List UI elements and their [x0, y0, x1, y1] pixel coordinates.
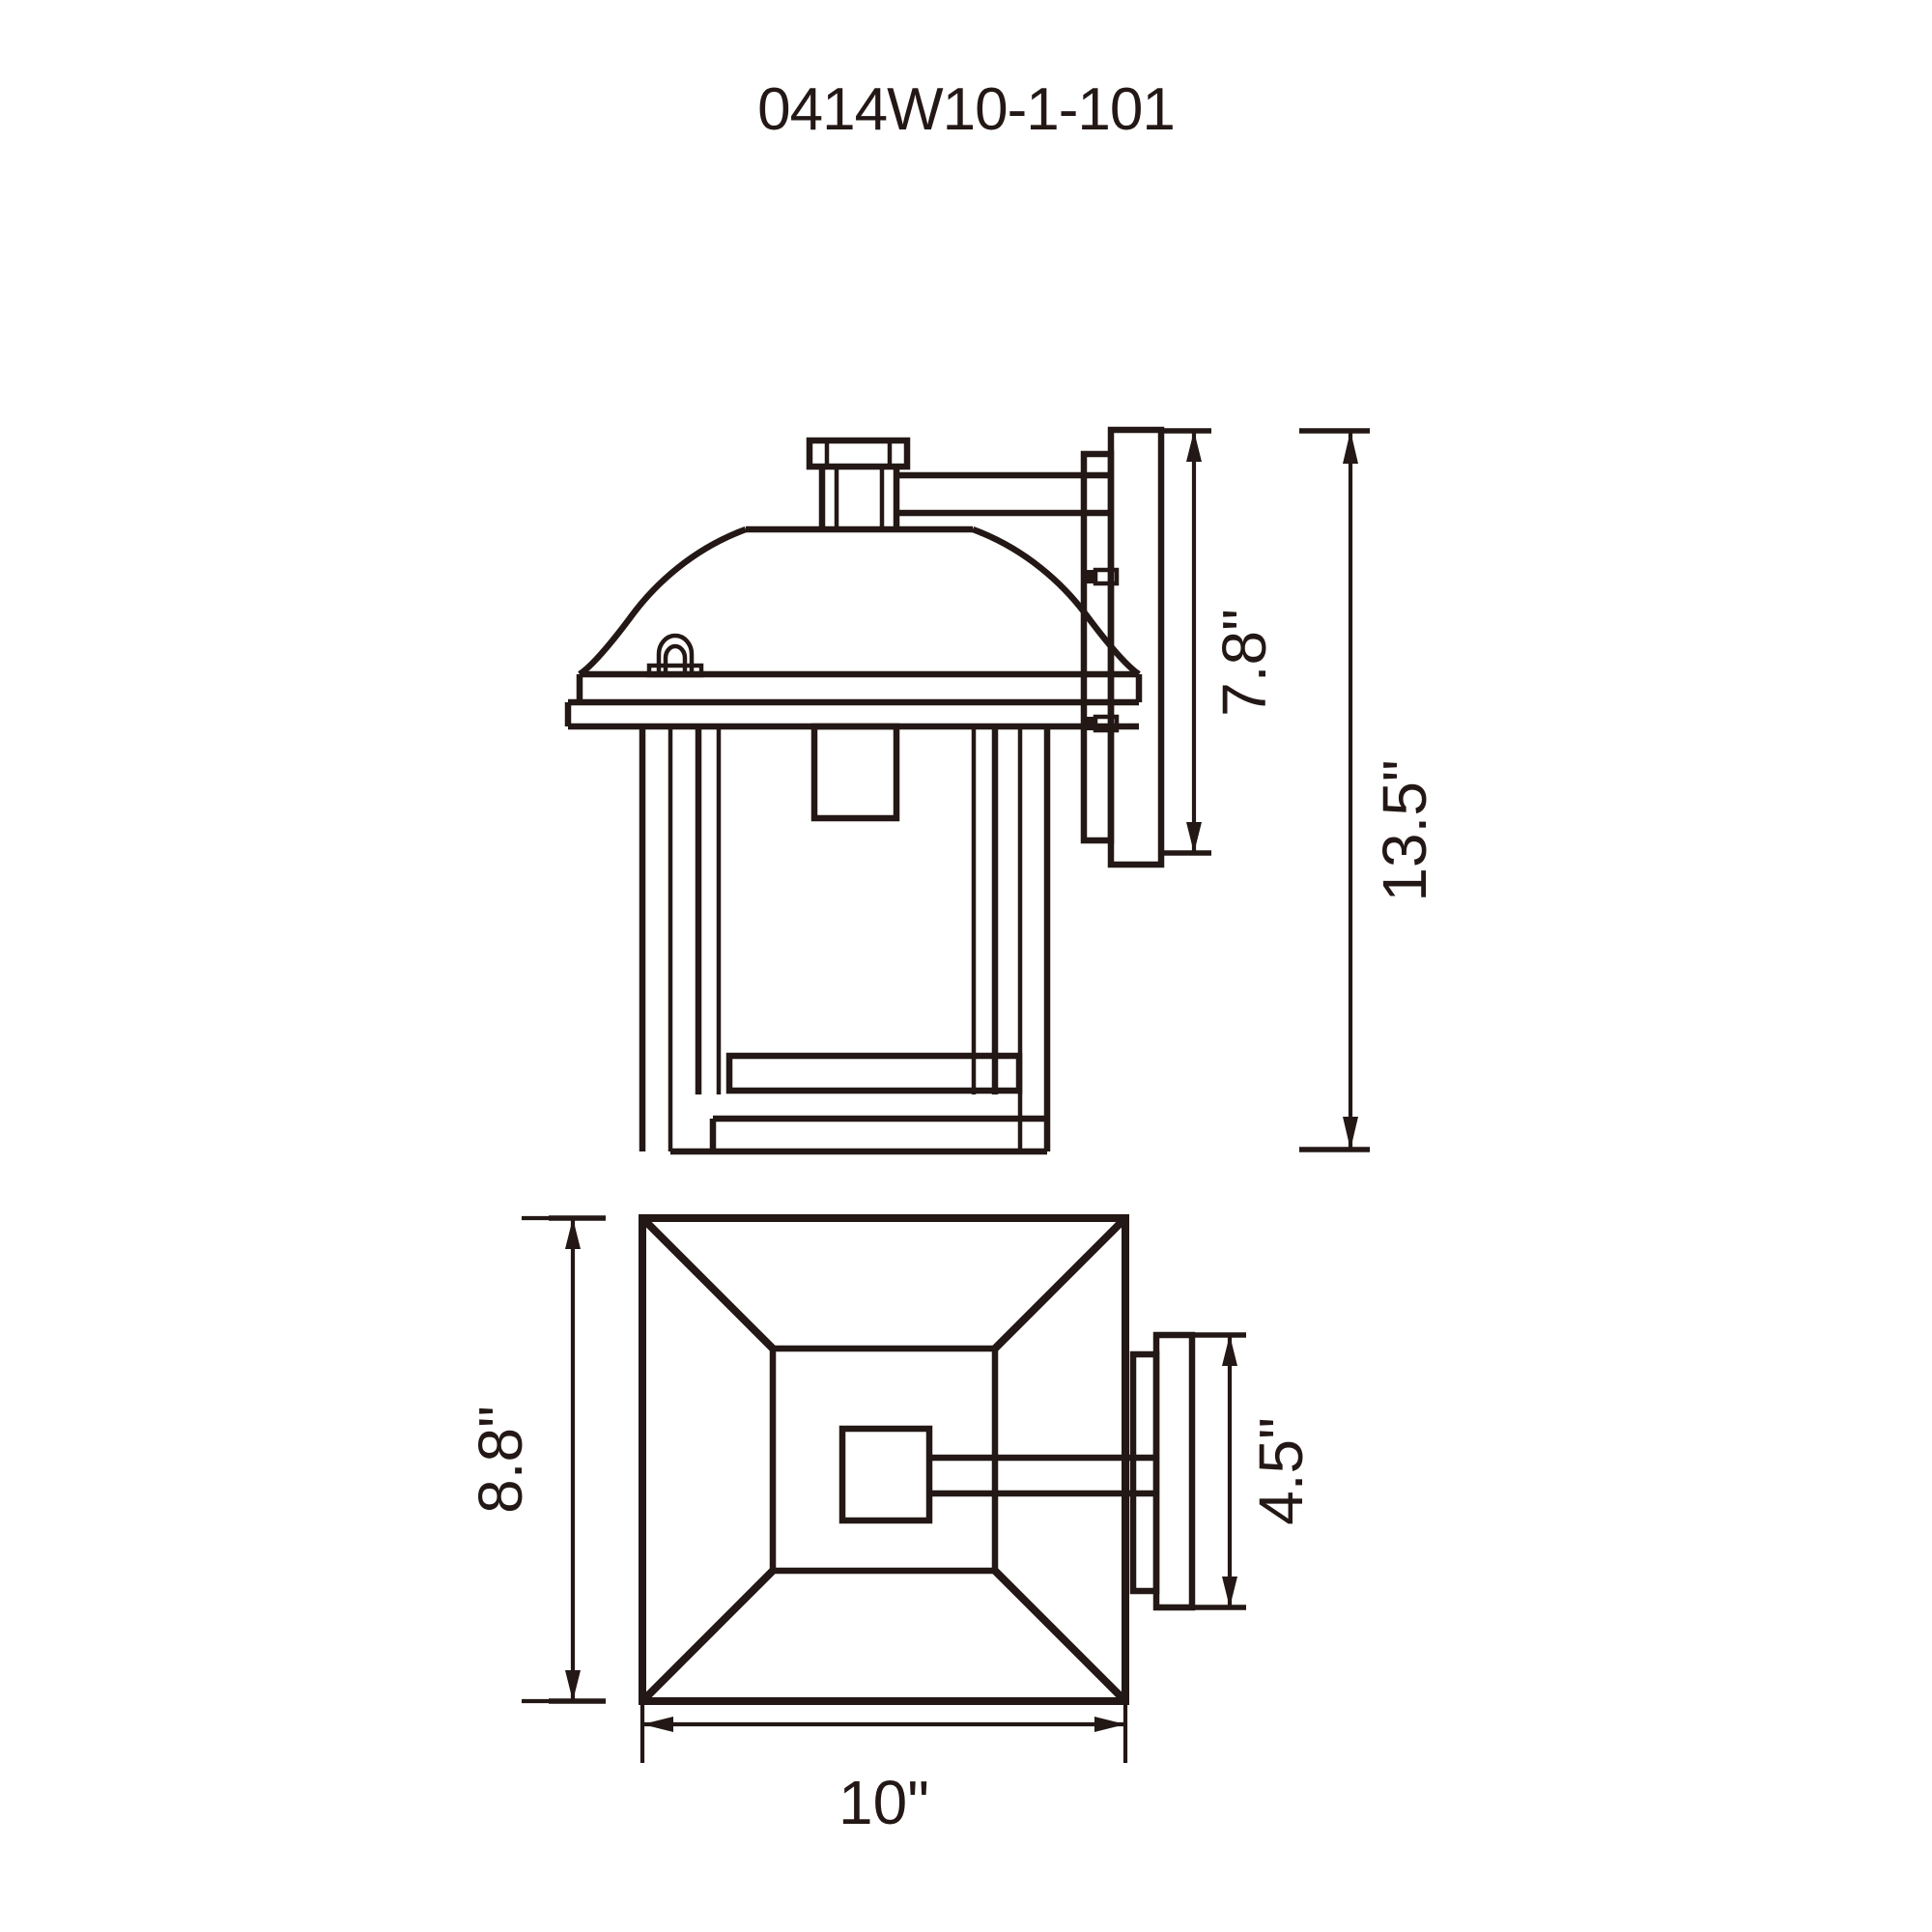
dimension-label-13-5: 13.5" [1370, 759, 1439, 901]
finial-cap [806, 437, 911, 470]
dimension-13-5-inch: 13.5" [1299, 428, 1439, 1152]
plan-view: 8.8" 4.5" 10" [466, 1214, 1316, 1837]
plan-mounting-arm [929, 1454, 1156, 1497]
dimension-4-5-inch: 4.5" [1192, 1332, 1316, 1610]
dimension-label-8-8: 8.8" [466, 1406, 535, 1514]
dimension-8-8-inch: 8.8" [466, 1215, 606, 1704]
page-title: 0414W10-1-101 [757, 76, 1176, 143]
finial-post [818, 467, 900, 529]
dimension-10-inch: 10" [639, 1701, 1128, 1837]
side-elevation-view: 7.8" 13.5" [564, 426, 1439, 1155]
mounting-arm [896, 471, 1111, 517]
dimension-label-10: 10" [838, 1768, 929, 1837]
dimension-label-7-8: 7.8" [1209, 609, 1279, 717]
loop-handle [646, 633, 704, 678]
socket-box [810, 723, 900, 822]
mount-screw-top [1083, 567, 1120, 586]
plan-wall-mount-plate [1129, 1331, 1196, 1611]
dimension-7-8-inch: 7.8" [1161, 428, 1279, 856]
roof [564, 526, 1143, 730]
mount-screw-bottom [1083, 714, 1120, 733]
dimension-label-4-5: 4.5" [1246, 1417, 1316, 1525]
wall-mount-plate [1080, 426, 1165, 868]
lantern-body-frame [639, 726, 1051, 1151]
base-plinth [670, 1052, 1047, 1155]
